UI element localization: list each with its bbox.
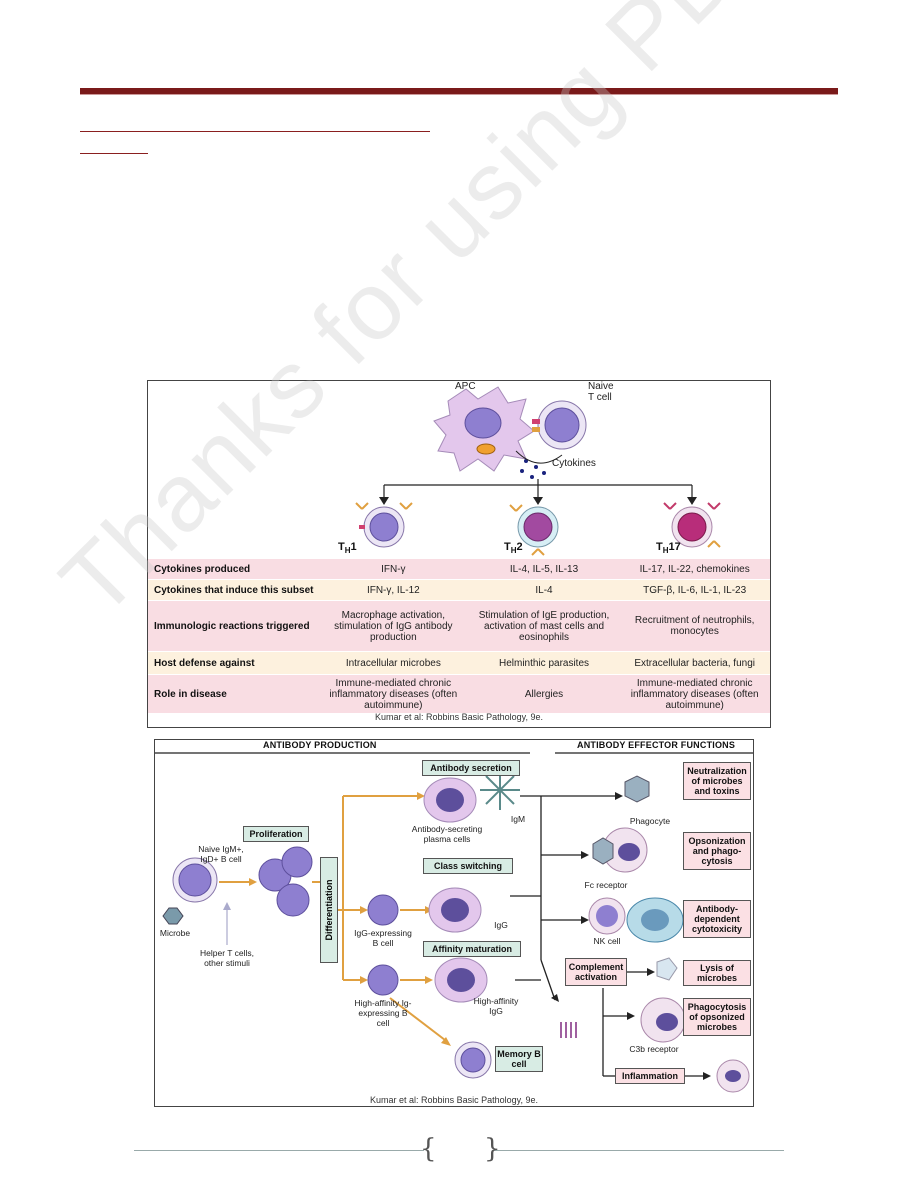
cell-th17: Recruitment of neutrophils, monocytes <box>634 615 755 637</box>
cell-th17: TGF-β, IL-6, IL-1, IL-23 <box>643 584 747 596</box>
differentiation-label: Differentiation <box>324 879 334 941</box>
cell-th2: Helminthic parasites <box>498 657 590 669</box>
c3b-receptor-label: C3b receptor <box>629 1044 679 1054</box>
th1-base: T <box>338 541 345 553</box>
apc-label: APC <box>455 381 476 392</box>
effect-inflammation-box: Inflammation <box>615 1068 685 1084</box>
effect-lysis-box: Lysis of microbes <box>683 960 751 986</box>
effect-neutralization-box: Neutralization of microbes and toxins <box>683 762 751 800</box>
effect-adcc-box: Antibody-dependent cytotoxicity <box>683 900 751 938</box>
row-header: Role in disease <box>154 688 227 700</box>
microbe-label: Microbe <box>159 928 191 938</box>
cell-th17: IL-17, IL-22, chemokines <box>639 563 750 575</box>
table-row-host-defense: Host defense against Intracellular micro… <box>148 652 770 674</box>
row-header: Immunologic reactions triggered <box>154 620 310 632</box>
memory-b-cell-box: Memory B cell <box>495 1046 543 1072</box>
igg-label: IgG <box>494 920 508 930</box>
plasma-cells-label: Antibody-secreting plasma cells <box>411 824 483 844</box>
class-switching-box: Class switching <box>423 858 513 874</box>
cell-th2: Stimulation of IgE production, activatio… <box>478 609 610 643</box>
helper-label: Helper T cells, other stimuli <box>199 948 254 968</box>
footer-rule-right <box>494 1150 784 1151</box>
th17-label: TH17 <box>656 541 681 555</box>
footer-rule-left <box>134 1150 424 1151</box>
table-row-role-in-disease: Role in disease Immune-mediated chronic … <box>148 675 770 713</box>
th2-suffix: 2 <box>516 541 523 553</box>
th2-label: TH2 <box>504 541 523 555</box>
cytokines-label: Cytokines <box>552 458 596 469</box>
figure2-caption: Kumar et al: Robbins Basic Pathology, 9e… <box>370 1095 538 1105</box>
phagocyte-label: Phagocyte <box>629 816 671 826</box>
naive-t-label-line2: T cell <box>588 392 612 403</box>
fc-receptor-label: Fc receptor <box>584 880 628 890</box>
th-diagram-art <box>355 386 721 556</box>
th2-sub: H <box>510 546 517 556</box>
heading-underline-short <box>80 153 148 154</box>
table-row-inducing-cytokines: Cytokines that induce this subset IFN-γ,… <box>148 580 770 600</box>
header-rule <box>80 88 838 95</box>
cell-th2: Allergies <box>524 688 564 700</box>
proliferation-box: Proliferation <box>243 826 309 842</box>
nk-cell-label: NK cell <box>593 936 621 946</box>
antibody-figure: ANTIBODY PRODUCTION ANTIBODY EFFECTOR FU… <box>154 739 754 1107</box>
igm-label: IgM <box>510 814 526 824</box>
cell-th1: Immune-mediated chronic inflammatory dis… <box>329 677 458 711</box>
figure1-caption: Kumar et al: Robbins Basic Pathology, 9e… <box>375 712 543 722</box>
effect-phagocytosis-opsonized-box: Phagocytosis of opsonized microbes <box>683 998 751 1036</box>
effect-opsonization-box: Opsonization and phago-cytosis <box>683 832 751 870</box>
cell-th1: Macrophage activation, stimulation of Ig… <box>334 609 453 643</box>
cell-th17: Immune-mediated chronic inflammatory dis… <box>630 677 759 711</box>
cell-th1: IFN-γ <box>381 563 406 575</box>
row-header: Cytokines that induce this subset <box>154 584 314 596</box>
heading-underline <box>80 131 430 132</box>
th1-suffix: 1 <box>350 541 357 553</box>
naive-t-label-line1: Naive <box>588 381 614 392</box>
table-row-cytokines-produced: Cytokines produced IFN-γ IL-4, IL-5, IL-… <box>148 559 770 579</box>
cell-th1: Intracellular microbes <box>345 657 441 669</box>
cell-th1: IFN-γ, IL-12 <box>366 584 420 596</box>
th1-sub: H <box>344 546 351 556</box>
th17-base: T <box>656 541 663 553</box>
antibody-diagram-art <box>155 752 753 1093</box>
th1-label: TH1 <box>338 541 357 555</box>
differentiation-box: Differentiation <box>320 857 338 963</box>
antibody-secretion-box: Antibody secretion <box>422 760 520 776</box>
th2-base: T <box>504 541 511 553</box>
footer-brace-right: } <box>484 1134 501 1164</box>
high-affinity-b-label: High-affinity Ig-expressing B cell <box>354 998 412 1028</box>
high-affinity-igg-label: High-affinity IgG <box>473 996 519 1016</box>
th17-suffix: 17 <box>668 541 681 553</box>
footer-brace-left: { <box>420 1134 437 1164</box>
table-row-immunologic-reactions: Immunologic reactions triggered Macropha… <box>148 601 770 651</box>
row-header: Cytokines produced <box>154 563 251 575</box>
complement-activation-box: Complement activation <box>565 958 627 986</box>
cell-th2: IL-4 <box>535 584 553 596</box>
cell-th2: IL-4, IL-5, IL-13 <box>509 563 579 575</box>
th-subsets-figure: APC Naive T cell Cytokines TH1 TH2 TH17 … <box>147 380 771 728</box>
th17-sub: H <box>662 546 669 556</box>
igg-b-cell-label: IgG-expressing B cell <box>354 928 412 948</box>
affinity-maturation-box: Affinity maturation <box>423 941 521 957</box>
naive-t-label: Naive T cell <box>588 381 614 403</box>
row-header: Host defense against <box>154 657 255 669</box>
naive-b-label: Naive IgM+, IgD+ B cell <box>198 844 244 864</box>
antibody-production-title: ANTIBODY PRODUCTION <box>263 740 377 750</box>
effector-functions-title: ANTIBODY EFFECTOR FUNCTIONS <box>577 740 736 750</box>
cell-th17: Extracellular bacteria, fungi <box>634 657 755 669</box>
